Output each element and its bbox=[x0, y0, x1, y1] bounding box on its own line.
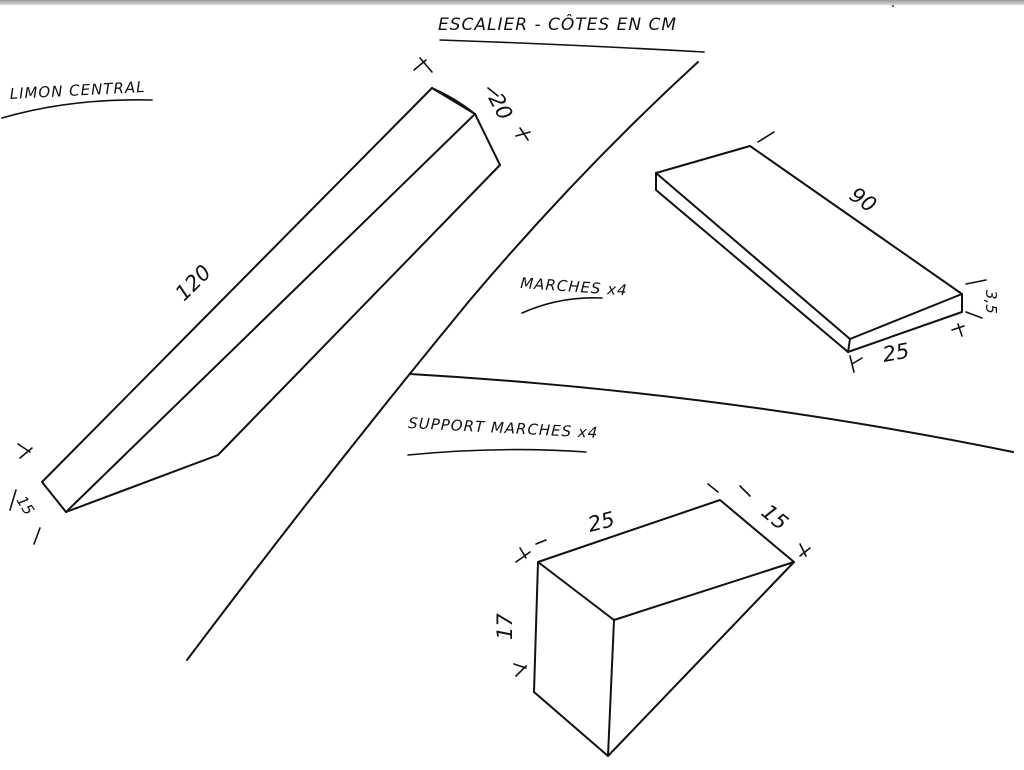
marches-drawing: MARCHES x4 90 25 3,5 bbox=[520, 131, 1000, 373]
title-underline bbox=[439, 39, 705, 53]
limon-edge bbox=[65, 113, 476, 513]
support-length-dim: 25 bbox=[585, 507, 617, 537]
marche-corner bbox=[847, 338, 851, 353]
limon-central-drawing: LIMON CENTRAL 120 20 15 bbox=[1, 57, 531, 545]
scan-speck bbox=[891, 4, 895, 8]
divider-horizontal bbox=[409, 373, 1014, 453]
limon-width-dim: 20 bbox=[484, 89, 518, 124]
support-tick-top-right bbox=[707, 483, 751, 497]
marches-label-underline bbox=[521, 296, 603, 314]
limon-tick-end-top bbox=[17, 443, 33, 459]
limon-tick-width bbox=[487, 87, 531, 141]
marche-tick-top bbox=[757, 131, 775, 143]
marche-tick-depth bbox=[849, 323, 965, 373]
support-tick-width bbox=[799, 543, 811, 557]
support-height-dim: 17 bbox=[493, 613, 517, 640]
support-width-dim: 15 bbox=[757, 499, 793, 535]
page-title-group: ESCALIER - CÔTES EN CM bbox=[438, 13, 705, 53]
support-tick-height bbox=[513, 663, 527, 677]
scan-top-edge bbox=[0, 0, 1024, 5]
limon-end-dim: 15 bbox=[13, 493, 38, 519]
divider-diagonal bbox=[186, 61, 699, 661]
marches-label: MARCHES x4 bbox=[520, 274, 629, 299]
limon-top-face bbox=[431, 87, 476, 115]
page-title: ESCALIER - CÔTES EN CM bbox=[438, 13, 677, 35]
support-marches-drawing: SUPPORT MARCHES x4 25 15 17 bbox=[407, 414, 811, 757]
support-front-face bbox=[533, 561, 615, 757]
marche-length-dim: 90 bbox=[845, 182, 881, 217]
support-label: SUPPORT MARCHES x4 bbox=[408, 414, 599, 442]
limon-outline bbox=[41, 87, 501, 513]
support-label-underline bbox=[407, 448, 587, 456]
limon-tick-end-bottom bbox=[9, 489, 41, 545]
support-tick-top-left bbox=[515, 539, 547, 563]
support-slope bbox=[607, 561, 795, 757]
marche-thickness-dim: 3,5 bbox=[982, 290, 1000, 314]
marche-depth-dim: 25 bbox=[881, 339, 911, 367]
marche-tick-thickness bbox=[965, 279, 987, 319]
limon-label-underline bbox=[1, 99, 153, 119]
limon-length-dim: 120 bbox=[171, 260, 216, 305]
marche-top-face bbox=[655, 145, 963, 340]
limon-tick-top bbox=[413, 57, 433, 73]
